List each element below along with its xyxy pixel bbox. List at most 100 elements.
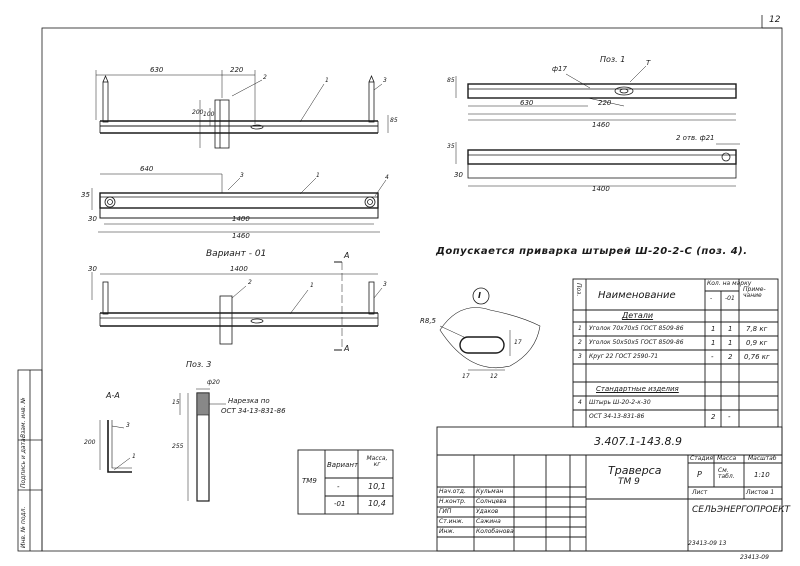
title-name-2: ТМ 9 (618, 477, 640, 487)
tb-role-5: Инж. (439, 528, 455, 535)
mass-r2-variant: -01 (334, 500, 346, 508)
spec-r4-pos: 4 (578, 399, 582, 406)
spec-r2-note: 0,9 кг (746, 339, 768, 347)
weld-note: Допускается приварка штырей Ш-20-2-С (по… (436, 246, 748, 257)
pos3-title: Поз. 3 (186, 360, 212, 369)
spec-r4-name: Штырь Ш-20-2-к-30 (589, 399, 651, 406)
pos1-dim-35: 35 (447, 143, 455, 150)
tb-stage: Р (697, 470, 702, 479)
pos1-dim-85: 85 (447, 77, 455, 84)
callout-2: 2 (263, 74, 267, 81)
mass-table (297, 449, 394, 515)
spec-section-details: Детали (622, 311, 654, 320)
tb-org: СЕЛЬЭНЕРГОПРОЕКТ (692, 505, 791, 515)
doc-code: 3.407.1-143.8.9 (594, 435, 682, 448)
title-name-1: Траверса (608, 464, 662, 477)
spec-h-note: Приме- чание (743, 286, 766, 299)
pos1-dim-220: 220 (598, 99, 612, 107)
plan-callout-1: 1 (316, 172, 320, 179)
plan-callout-3: 3 (240, 172, 244, 179)
spine-replace: Взам. инв. № (20, 397, 27, 438)
title-block (436, 426, 783, 552)
callout-1: 1 (325, 77, 329, 84)
pos1-dim-630: 630 (520, 99, 534, 107)
pos1-dia17: ф17 (552, 65, 567, 73)
spec-r5-name: ОСТ 34-13-831-86 (589, 413, 645, 420)
spec-r1-note: 7,8 кг (746, 325, 768, 333)
callout-3: 3 (383, 77, 387, 84)
dim-200: 200 (192, 109, 204, 116)
view-pos3 (179, 388, 226, 502)
tb-h-mass: Масса (717, 455, 737, 462)
tb-sheet-label: Лист (692, 489, 708, 496)
pos3-dia20: ф20 (207, 379, 220, 386)
spec-r1-a: 1 (711, 325, 716, 333)
view-variant-01 (91, 261, 383, 351)
tb-role-2: Н.контр. (439, 498, 466, 505)
stamp-small: 23413-09 13 (688, 540, 727, 547)
view-pos1-plan (455, 142, 740, 187)
pos1-dim-1460: 1460 (592, 121, 610, 129)
pos3-dim-15: 15 (172, 399, 180, 406)
detail-dim-12: 12 (490, 373, 498, 380)
spec-r5-b: - (728, 413, 731, 421)
dim-220: 220 (230, 66, 244, 74)
spec-r3-pos: 3 (578, 353, 582, 360)
tb-h-stage: Стадия (690, 455, 714, 462)
spec-r1-name: Уголок 70х70х5 ГОСТ 8509-86 (589, 325, 684, 332)
mass-h-mass: Масса, кг (366, 455, 388, 468)
dim-630: 630 (150, 66, 164, 74)
view-pos1-elevation (455, 65, 737, 121)
pos1-dim-1400: 1400 (592, 185, 610, 193)
tb-name-4: Сажина (476, 518, 501, 525)
dim-1460: 1460 (232, 232, 250, 240)
tb-role-3: ГИП (439, 508, 452, 515)
spec-r2-a: 1 (711, 339, 716, 347)
mass-r2-mass: 10,4 (368, 499, 386, 508)
section-mark-a-top: А (344, 251, 350, 260)
dim-100: 100 (203, 111, 215, 118)
spec-r3-b: 2 (728, 353, 733, 361)
tb-name-5: Колобанова (476, 528, 514, 535)
view-elevation (95, 70, 389, 149)
spec-h-pos: Поз. (575, 283, 582, 297)
tb-scale: 1:10 (754, 471, 770, 479)
variant-dim-30: 30 (88, 265, 97, 273)
spec-r2-name: Уголок 50х50х5 ГОСТ 8509-86 (589, 339, 684, 346)
mass-h-variant: Вариант (327, 461, 359, 469)
tb-name-1: Кульман (476, 488, 504, 495)
detail-r: R8,5 (420, 317, 436, 325)
spec-table (572, 278, 779, 428)
spine-inv: Инв. № подл. (20, 506, 27, 548)
pos3-dim-255: 255 (172, 443, 184, 450)
mass-r1-variant: - (337, 483, 340, 491)
spec-h-qty: Кол. на марку (707, 280, 752, 287)
pos3-thread-label: Нарезка по (228, 397, 270, 405)
section-aa-title: А-А (106, 391, 120, 400)
variant-title: Вариант - 01 (206, 249, 267, 259)
variant-callout-3: 3 (383, 281, 387, 288)
section-aa-dim-200: 200 (84, 439, 96, 446)
section-mark-a-bottom: А (344, 344, 350, 353)
variant-callout-1: 1 (310, 282, 314, 289)
sheet-number: 12 (769, 15, 781, 25)
detail-dim-17: 17 (514, 339, 522, 346)
tb-role-1: Нач.отд. (439, 488, 466, 495)
tb-h-scale: Масштаб (748, 455, 777, 462)
detail-dim-17b: 17 (462, 373, 470, 380)
dim-30: 30 (88, 215, 97, 223)
tb-sheets-label: Листов 1 (746, 489, 775, 496)
view-plan (91, 173, 387, 233)
pos1-label: Поз. 1 (600, 55, 626, 64)
spec-r2-b: 1 (728, 339, 733, 347)
variant-callout-2: 2 (248, 279, 252, 286)
bottom-code: 23413-09 (740, 554, 769, 561)
spec-r1-pos: 1 (578, 325, 582, 332)
spec-r3-note: 0,76 кг (744, 353, 770, 361)
section-aa-callout-1: 1 (132, 453, 136, 460)
tb-name-3: Удаков (476, 508, 499, 515)
spec-r1-b: 1 (728, 325, 733, 333)
plan-callout-4: 4 (385, 174, 389, 181)
mass-r1-mass: 10,1 (368, 482, 386, 491)
